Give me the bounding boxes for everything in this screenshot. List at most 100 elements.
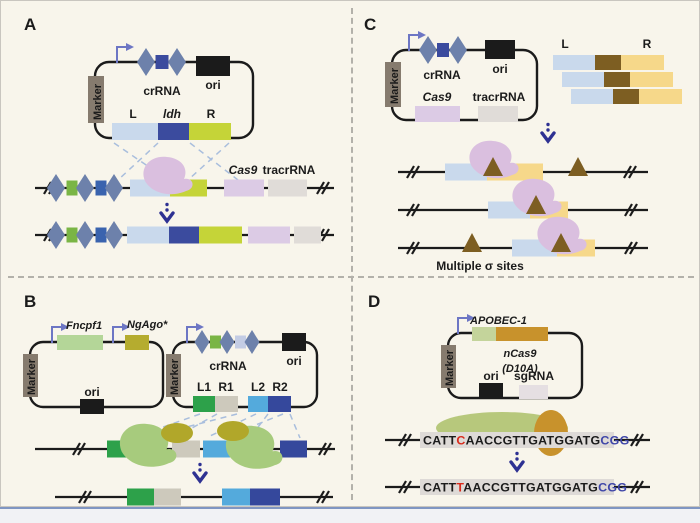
panel-a: A Marker crRNA ori L ldh R xyxy=(24,15,334,249)
right-homology-box xyxy=(189,123,231,140)
integration-arrow-icon xyxy=(540,121,556,143)
panel-c: C Marker crRNA ori Cas9 tracrRNA L R xyxy=(364,15,682,273)
sgrna-label: sgRNA xyxy=(514,369,554,383)
plasmid-c: Marker crRNA ori Cas9 tracrRNA xyxy=(385,30,539,122)
ori-box xyxy=(485,40,515,59)
marker-label: Marker xyxy=(26,358,38,395)
plasmid-b-crrna: Marker crRNA ori L1 R1 L2 R2 xyxy=(166,322,319,412)
crrna-array xyxy=(137,48,186,76)
r1-label: R1 xyxy=(218,380,234,394)
marker-label: Marker xyxy=(444,349,456,386)
sigma-site-triangle xyxy=(462,233,482,252)
panel-divider-horizontal xyxy=(8,276,694,278)
crrna-array xyxy=(419,36,467,64)
r2-label: R2 xyxy=(272,380,288,394)
dna-sequence-after: CATTTAACCGTTGATGGATGCGG xyxy=(423,481,627,495)
ori-box xyxy=(282,333,306,351)
integration-arrow-icon xyxy=(192,461,208,483)
sigma-site-triangle xyxy=(526,195,546,214)
sequence-bar xyxy=(420,432,614,448)
cas9-gene-box xyxy=(415,106,460,122)
left-arm-label: L xyxy=(129,107,136,121)
marker-box xyxy=(166,354,181,397)
l1-label: L1 xyxy=(197,380,211,394)
cas9-gene-box xyxy=(224,179,264,197)
gene-label: ldh xyxy=(163,107,181,121)
marker-box xyxy=(385,62,401,107)
genome-before: Cas9 tracrRNA xyxy=(35,156,334,202)
ncas9-box xyxy=(496,327,548,341)
plasmid-d: Marker APOBEC-1 nCas9 (D10A) ori sgRNA xyxy=(441,313,584,400)
panel-b-label: B xyxy=(24,292,36,311)
ori-label: ori xyxy=(492,62,507,76)
recombination-dashes xyxy=(113,142,239,181)
fncpf1-box xyxy=(57,335,103,350)
ori-box xyxy=(196,56,230,76)
genome-row-3 xyxy=(398,216,648,257)
spacer-square xyxy=(155,55,169,69)
marker-label: Marker xyxy=(92,83,104,120)
tracrrna-box xyxy=(478,106,518,122)
l1-box xyxy=(193,396,215,412)
panel-d-label: D xyxy=(368,292,380,311)
dna-sequence-before: CATTCAACCGTTGATGGATGCGG xyxy=(423,434,630,448)
donor-left-label: L xyxy=(561,37,568,51)
integration-arrow-icon xyxy=(159,201,175,223)
donor-bar xyxy=(553,55,664,70)
right-arm-label: R xyxy=(207,107,216,121)
multiple-sigma-sites-caption: Multiple σ sites xyxy=(436,259,524,273)
ngago-protein-ellipse xyxy=(217,421,249,441)
genome-row-1 xyxy=(398,140,648,181)
tracrrna-box xyxy=(268,179,307,197)
repeat-diamond xyxy=(168,48,186,76)
repeat-diamond xyxy=(137,48,155,76)
apobec-box xyxy=(472,327,496,341)
tracrrna-label: tracrRNA xyxy=(473,90,526,104)
plasmid-a: Marker crRNA ori L ldh R xyxy=(88,42,255,140)
fncpf1-label: Fncpf1 xyxy=(66,320,102,332)
genome-before xyxy=(35,421,335,469)
crrna-label: crRNA xyxy=(423,68,461,82)
editing-arrow-icon xyxy=(509,450,525,472)
plasmid-b-nucleases: Marker Fncpf1 NgAgo* ori xyxy=(23,319,168,414)
genome-row-2 xyxy=(398,178,648,219)
promoter-arrow-icon xyxy=(116,42,135,64)
left-homology-box xyxy=(112,123,158,140)
sigma-site-triangle xyxy=(483,157,503,176)
donor-bar xyxy=(571,89,682,104)
marker-label: Marker xyxy=(389,67,401,104)
ngago-box xyxy=(125,335,149,350)
marker-box xyxy=(23,354,38,397)
window-bottom-edge xyxy=(0,507,700,523)
ncas9-label-line1: nCas9 xyxy=(503,348,537,360)
ori-box xyxy=(80,399,104,414)
panel-d: D Marker APOBEC-1 nCas9 (D10A) ori sgRNA… xyxy=(368,292,650,495)
donor-fragments: L R xyxy=(553,37,682,104)
panel-a-label: A xyxy=(24,15,36,34)
cas9-gene-label: Cas9 xyxy=(423,90,452,104)
ori-label: ori xyxy=(483,369,498,383)
cas9-gene-label: Cas9 xyxy=(229,163,258,177)
marker-box xyxy=(88,76,104,123)
tracrrna-label: tracrRNA xyxy=(263,163,316,177)
ngago-label: NgAgo* xyxy=(127,319,168,331)
sigma-site-triangle xyxy=(551,233,571,252)
ori-label: ori xyxy=(205,78,220,92)
ori-label: ori xyxy=(84,385,99,399)
sgrna-box xyxy=(519,385,548,399)
genome-after xyxy=(35,221,334,249)
genome-after xyxy=(55,488,333,506)
sigma-site-triangle xyxy=(568,157,588,176)
panel-c-label: C xyxy=(364,15,376,34)
r1-box xyxy=(215,396,238,412)
apobec-label: APOBEC-1 xyxy=(469,315,527,327)
panel-b: B Marker Fncpf1 NgAgo* ori Marker xyxy=(23,292,335,506)
marker-label: Marker xyxy=(169,358,181,395)
donor-bar xyxy=(562,72,673,87)
r2-box xyxy=(268,396,291,412)
l2-box xyxy=(248,396,268,412)
sequence-after: CATTTAACCGTTGATGGATGCGG xyxy=(385,479,650,495)
crrna-array xyxy=(194,330,260,354)
sequence-bar xyxy=(420,479,614,495)
